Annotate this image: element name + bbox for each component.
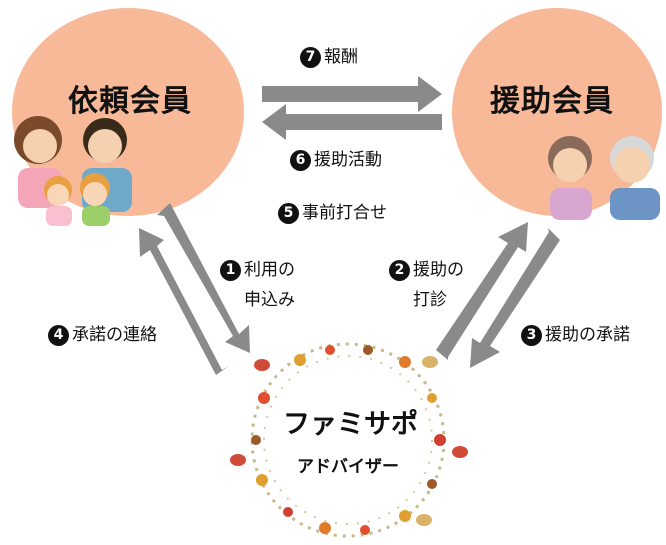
step-4-text: 承諾の連絡 [72, 325, 157, 345]
step-3-badge: 3 [521, 325, 542, 346]
arrow-support-activity [262, 104, 442, 140]
elderly-couple-illustration [548, 136, 660, 220]
arrow-approval-notice [139, 228, 229, 375]
step-5-text: 事前打合せ [302, 203, 387, 223]
step-1-line-1: 利用の [244, 260, 295, 280]
step-3-text: 援助の承諾 [545, 325, 630, 345]
step-4-badge: 4 [48, 325, 69, 346]
step-2-line-2: 打診 [413, 290, 447, 310]
step-7-badge: 7 [300, 47, 321, 68]
arrow-acceptance [470, 228, 560, 368]
step-6-text: 援助活動 [314, 150, 382, 170]
step-2-line-1: 援助の [413, 260, 464, 280]
arrow-inquiry [436, 222, 528, 360]
floral-wreath [230, 342, 468, 538]
advisor-title: ファミサポ [283, 409, 418, 440]
step-1-line-2: 申込み [244, 290, 295, 310]
requester-title: 依頼会員 [68, 84, 192, 119]
family-illustration [14, 116, 132, 226]
step-6-badge: 6 [290, 150, 311, 171]
advisor-subtitle: アドバイザー [297, 457, 399, 477]
step-1-badge: 1 [220, 260, 241, 281]
step-5-badge: 5 [278, 203, 299, 224]
supporter-title: 援助会員 [490, 84, 614, 119]
step-7-text: 報酬 [324, 47, 358, 67]
arrow-reward [262, 76, 442, 112]
arrow-application [157, 203, 250, 353]
step-2-badge: 2 [389, 260, 410, 281]
